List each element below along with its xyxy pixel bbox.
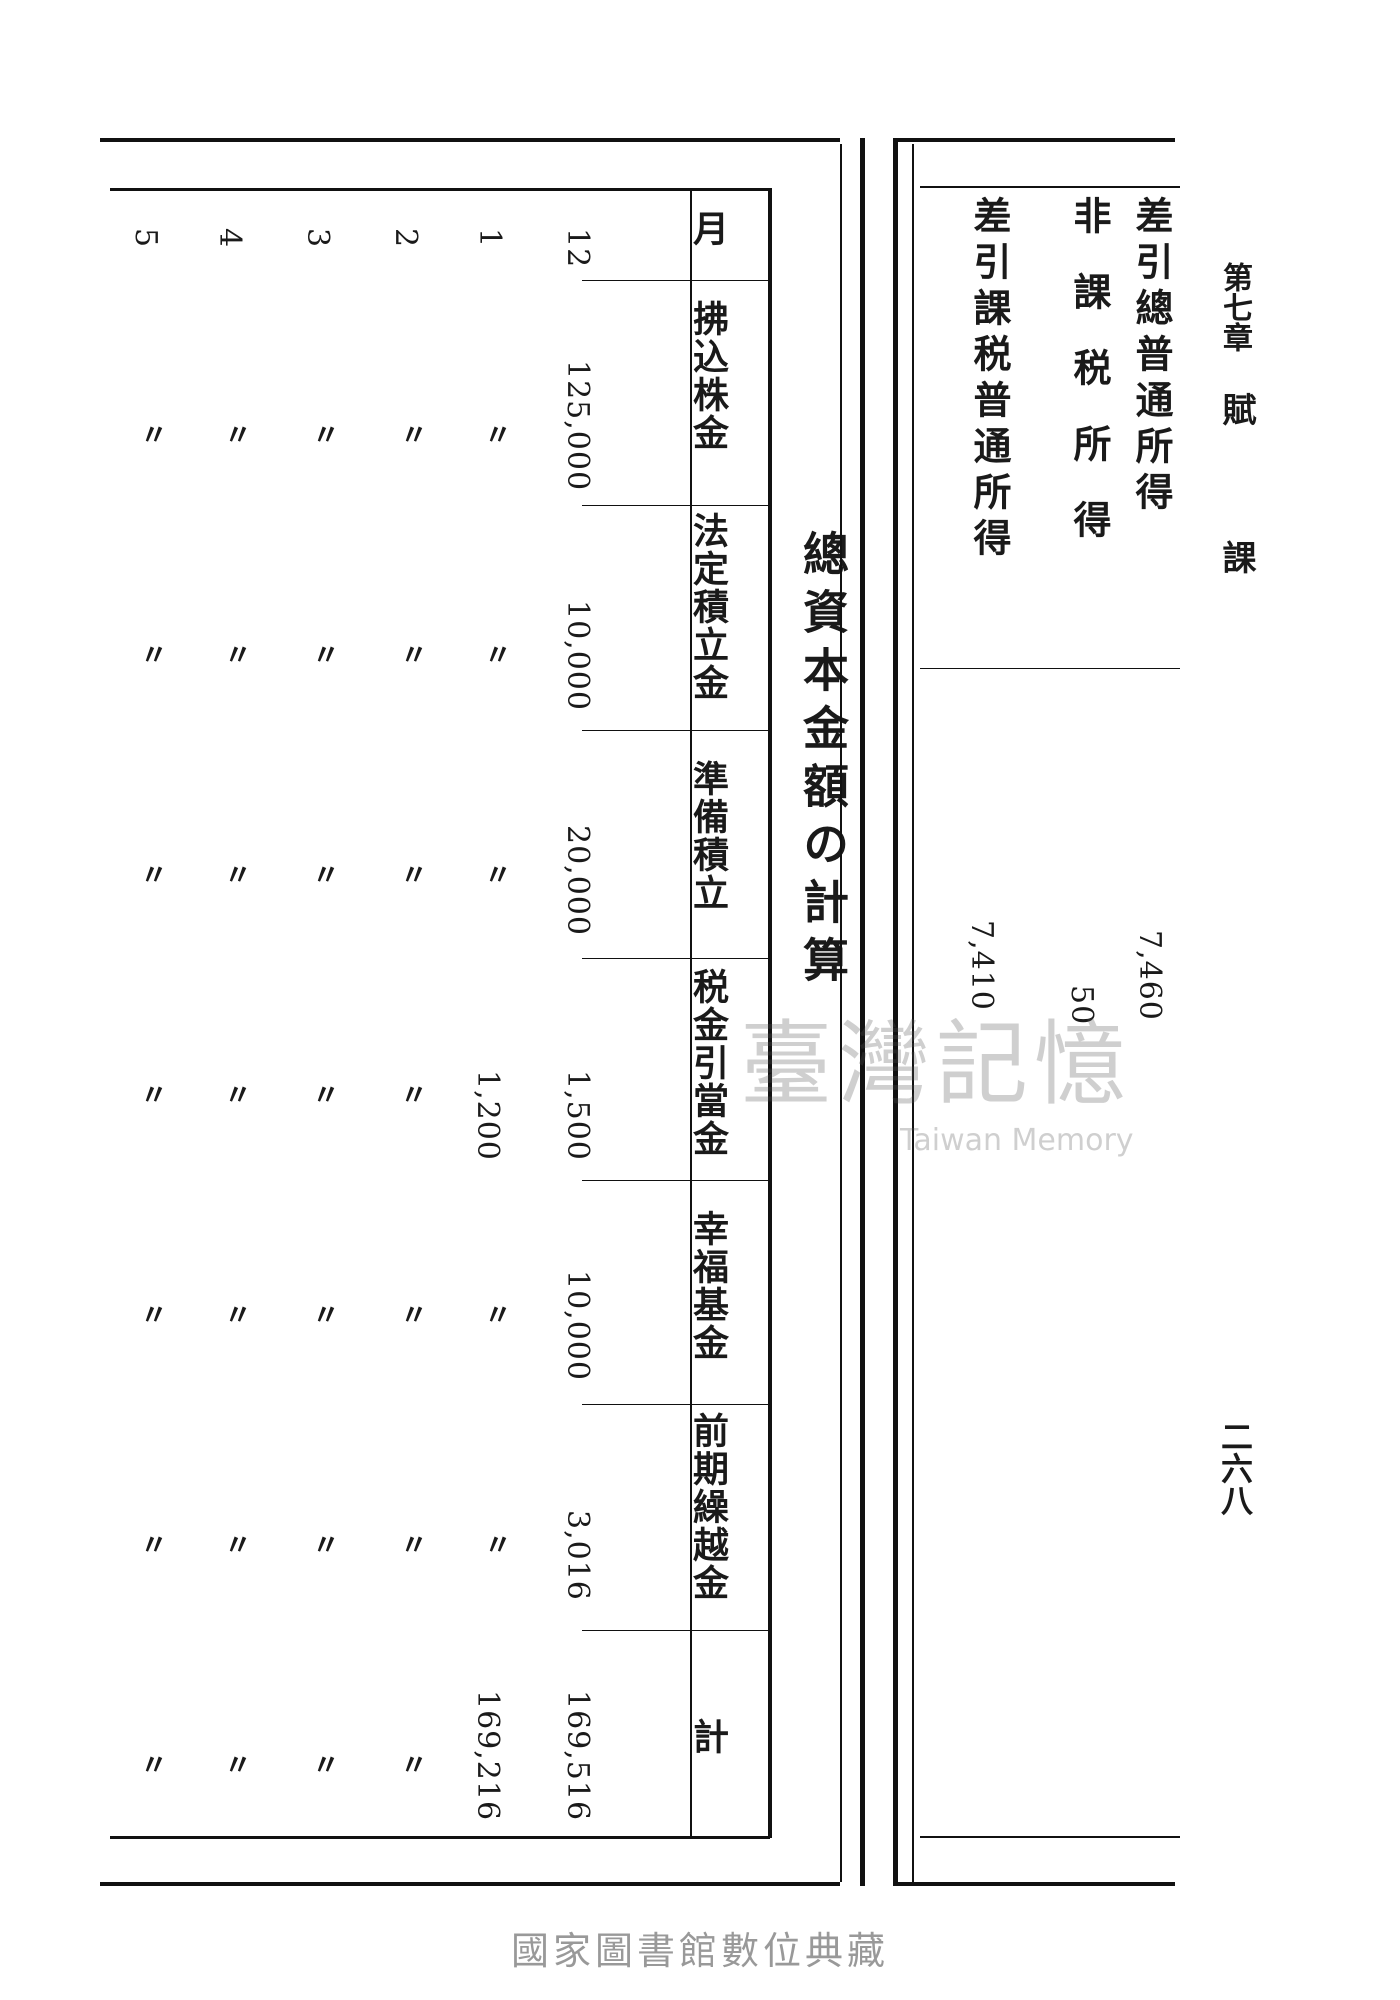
grid-right-rule (768, 188, 772, 1838)
income-footer-rule (920, 1836, 1180, 1838)
header-welfare-fund: 幸福基金 (687, 1210, 729, 1362)
income-top-rule (895, 138, 1175, 142)
ditto-mark: 〃 (308, 1530, 341, 1558)
header-tax-provision: 税金引當金 (687, 968, 729, 1158)
income-value-total: 7,460 (1132, 930, 1167, 1021)
income-label-divider (920, 668, 1180, 669)
ditto-mark: 〃 (396, 1300, 429, 1328)
row-month: 2 (388, 228, 423, 249)
col-divider (582, 1404, 770, 1405)
ditto-mark: 〃 (308, 1080, 341, 1108)
header-carried-forward: 前期繰越金 (687, 1412, 729, 1602)
table-cell: 125,000 (560, 360, 595, 492)
ditto-mark: 〃 (220, 860, 253, 888)
header-legal-reserve: 法定積立金 (687, 512, 729, 702)
ditto-mark: 〃 (308, 860, 341, 888)
ditto-mark: 〃 (396, 420, 429, 448)
table-cell: 1,200 (470, 1070, 505, 1161)
table-cell: 20,000 (560, 825, 595, 936)
ditto-mark: 〃 (480, 640, 513, 668)
ditto-mark: 〃 (396, 1080, 429, 1108)
ditto-mark: 〃 (480, 1530, 513, 1558)
ditto-mark: 〃 (480, 1300, 513, 1328)
ditto-mark: 〃 (136, 1750, 169, 1778)
taiwan-memory-watermark: 臺灣記憶 Taiwan Memory (740, 990, 1160, 1158)
table-frame-right-thin (840, 144, 842, 1882)
table-cell: 10,000 (560, 1270, 595, 1381)
table-title: 總資本金額の計算 (796, 530, 850, 994)
table-cell: 3,016 (560, 1510, 595, 1601)
row-month: 3 (300, 228, 335, 249)
ditto-mark: 〃 (136, 640, 169, 668)
table-top-rule (100, 138, 840, 142)
header-divider (690, 188, 692, 1838)
ditto-mark: 〃 (480, 860, 513, 888)
library-footer: 國家圖書館數位典藏 (510, 1929, 889, 1973)
ditto-mark: 〃 (220, 1750, 253, 1778)
ditto-mark: 〃 (136, 1530, 169, 1558)
ditto-mark: 〃 (396, 1530, 429, 1558)
ditto-mark: 〃 (396, 1750, 429, 1778)
income-value-taxable: 7,410 (964, 920, 999, 1011)
ditto-mark: 〃 (308, 1750, 341, 1778)
ditto-mark: 〃 (308, 1300, 341, 1328)
ditto-mark: 〃 (136, 420, 169, 448)
table-cell: 169,216 (470, 1690, 505, 1822)
header-month: 月 (687, 210, 729, 248)
ditto-mark: 〃 (308, 420, 341, 448)
header-preparatory-reserve: 準備積立 (687, 760, 729, 912)
income-label-taxable: 差引課税普通所得 (967, 196, 1012, 564)
income-bottom-rule (895, 1882, 1175, 1886)
col-divider (582, 1630, 770, 1631)
table-bottom-rule (100, 1882, 840, 1886)
ditto-mark: 〃 (220, 1530, 253, 1558)
table-cell: 1,500 (560, 1070, 595, 1161)
col-divider (582, 730, 770, 731)
chapter-title: 賦 課 (1216, 392, 1256, 614)
income-outer-rule (893, 138, 898, 1886)
ditto-mark: 〃 (396, 640, 429, 668)
ditto-mark: 〃 (480, 420, 513, 448)
ditto-mark: 〃 (136, 1300, 169, 1328)
ditto-mark: 〃 (220, 1300, 253, 1328)
ditto-mark: 〃 (136, 1080, 169, 1108)
watermark-chinese: 臺灣記憶 (740, 1011, 1133, 1118)
header-total: 計 (687, 1718, 729, 1756)
col-divider (582, 1180, 770, 1181)
table-frame-right-thick (860, 138, 865, 1886)
grid-top-rule (110, 188, 770, 191)
ditto-mark: 〃 (136, 860, 169, 888)
row-month: 1 (472, 228, 507, 249)
income-value-nontaxable: 50 (1064, 985, 1099, 1026)
page-number: 二六八 (1216, 1420, 1254, 1516)
ditto-mark: 〃 (220, 1080, 253, 1108)
ditto-mark: 〃 (308, 640, 341, 668)
row-month: 5 (128, 228, 163, 249)
table-cell: 169,516 (560, 1690, 595, 1822)
grid-bottom-rule (110, 1836, 770, 1839)
row-month: 4 (212, 228, 247, 249)
row-month: 12 (560, 228, 595, 269)
ditto-mark: 〃 (220, 640, 253, 668)
col-divider (582, 505, 770, 506)
ditto-mark: 〃 (396, 860, 429, 888)
income-label-nontaxable: 非 課 税 所 得 (1067, 196, 1112, 538)
income-inner-rule (912, 144, 914, 1882)
col-divider (582, 280, 770, 281)
income-label-total: 差引總普通所得 (1129, 196, 1174, 518)
watermark-english: Taiwan Memory (900, 1123, 1134, 1158)
ditto-mark: 〃 (220, 420, 253, 448)
header-paid-in-capital: 拂込株金 (687, 300, 729, 452)
table-cell: 10,000 (560, 600, 595, 711)
col-divider (582, 958, 770, 959)
chapter-label: 第七章 (1217, 262, 1252, 352)
income-header-rule (920, 186, 1180, 188)
